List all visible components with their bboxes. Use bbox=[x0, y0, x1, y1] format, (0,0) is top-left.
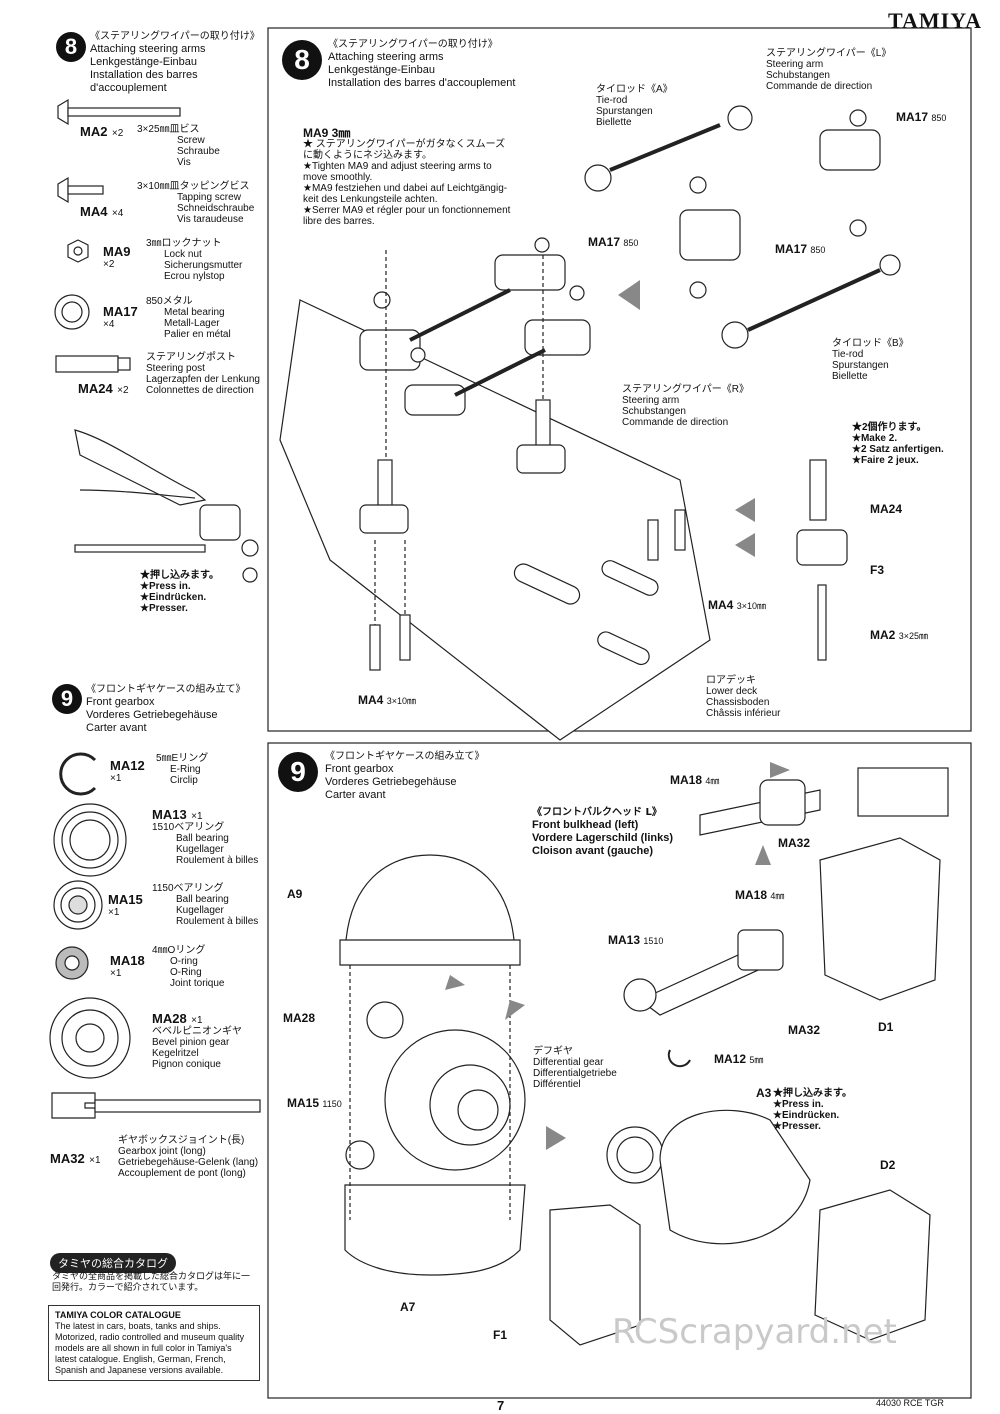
gearbox-joint-icon bbox=[51, 1092, 96, 1119]
label-ma32-top: MA32 bbox=[778, 836, 811, 850]
part-ma28-code: MA28 ×1 bbox=[152, 1011, 203, 1026]
label-a9: A9 bbox=[287, 887, 303, 901]
part-ma12-code: MA12×1 bbox=[110, 758, 145, 784]
page-number: 7 bbox=[497, 1398, 505, 1413]
screw-icon bbox=[57, 98, 69, 126]
part-ma9-desc: 3㎜ロックナット Lock nut Sicherungsmutter Ecrou… bbox=[146, 238, 243, 282]
step8-number: 8 bbox=[56, 32, 86, 62]
label-ma24: MA24 bbox=[870, 502, 903, 516]
part-ma32-desc: ギヤボックスジョイント(長)Gearbox joint (long)Getrie… bbox=[118, 1135, 259, 1179]
part-ma4-desc: 3×10㎜皿タッピングビス Tapping screw Schneidschra… bbox=[137, 181, 255, 225]
brand-logo: TAMIYA bbox=[887, 8, 982, 33]
step8-title-en: Attaching steering arms bbox=[90, 43, 206, 55]
catalogue-title: TAMIYA COLOR CATALOGUE bbox=[55, 1310, 181, 1320]
step8-number-main: 8 bbox=[282, 40, 322, 80]
label-d1: D1 bbox=[878, 1020, 894, 1034]
part-ma18-code: MA18×1 bbox=[110, 953, 145, 979]
label-ma4-left: MA4 3×10㎜ bbox=[358, 693, 416, 707]
label-ma12: MA12 5㎜ bbox=[714, 1052, 764, 1066]
pliers-illustration bbox=[74, 429, 259, 583]
step8-title-fr: Installation des barres d'accouplement bbox=[90, 69, 198, 94]
label-ma17-b: MA17 850 bbox=[588, 235, 639, 249]
step9-number-main: 9 bbox=[278, 752, 318, 792]
part-ma17-desc: 850メタル Metal bearing Metall-Lager Palier… bbox=[146, 296, 231, 340]
part-ma4-code: MA4 ×4 bbox=[80, 204, 124, 219]
footer-code: 44030 RCE TGR bbox=[876, 1398, 944, 1408]
step8-title-main: 《ステアリングワイパーの取り付け》 Attaching steering arm… bbox=[328, 39, 516, 89]
catalogue-body: The latest in cars, boats, tanks and shi… bbox=[55, 1321, 245, 1375]
catalogue-box: TAMIYA COLOR CATALOGUE The latest in car… bbox=[48, 1305, 260, 1381]
step8-title-jp: 《ステアリングワイパーの取り付け》 bbox=[90, 31, 260, 42]
watermark: RCScrapyard.net bbox=[612, 1312, 897, 1352]
label-ma13: MA13 1510 bbox=[608, 933, 664, 947]
label-ma2: MA2 3×25㎜ bbox=[870, 628, 928, 642]
label-ma15: MA15 1150 bbox=[287, 1096, 342, 1110]
label-ma4-right: MA4 3×10㎜ bbox=[708, 598, 766, 612]
step9-number: 9 bbox=[52, 684, 82, 714]
make-two-note: ★2個作ります。★Make 2.★2 Satz anfertigen.★Fair… bbox=[852, 422, 944, 466]
direction-arrow bbox=[770, 762, 790, 778]
catalogue-banner: タミヤの総合カタログ bbox=[50, 1253, 176, 1273]
step8-diagram bbox=[279, 105, 901, 741]
steering-post-icon bbox=[55, 355, 119, 373]
label-a7: A7 bbox=[400, 1300, 416, 1314]
step9-frame bbox=[267, 742, 972, 1399]
label-ma18-mid: MA18 4㎜ bbox=[735, 888, 785, 902]
press-in-note-8: ★押し込みます。★Press in.★Eindrücken.★Presser. bbox=[140, 570, 219, 614]
label-ma32-mid: MA32 bbox=[788, 1023, 821, 1037]
step8-frame bbox=[267, 27, 972, 732]
press-in-note-9: ★押し込みます。★Press in.★Eindrücken.★Presser. bbox=[773, 1088, 852, 1132]
direction-arrow bbox=[618, 280, 640, 310]
step8-title-de: Lenkgestänge-Einbau bbox=[90, 56, 198, 68]
step9-title-main: 《フロントギヤケースの組み立て》 Front gearbox Vorderes … bbox=[325, 751, 485, 801]
label-f1: F1 bbox=[493, 1328, 508, 1342]
part-ma17-code: MA17×4 bbox=[103, 304, 138, 330]
label-ma17-c: MA17 850 bbox=[775, 242, 826, 256]
part-ma2-code: MA2 ×2 bbox=[80, 124, 124, 139]
step9-diagram bbox=[339, 767, 949, 1346]
part-ma9-code: MA9×2 bbox=[103, 244, 131, 270]
label-a3: A3 bbox=[756, 1086, 772, 1100]
e-ring-icon bbox=[59, 752, 97, 796]
label-d2: D2 bbox=[880, 1158, 896, 1172]
step9-title-left: 《フロントギヤケースの組み立て》 Front gearbox Vorderes … bbox=[86, 684, 246, 734]
ma9-adjust-note: MA9 3㎜ ★ ステアリングワイパーがガタなくスムーズに動くようにネジ込みます… bbox=[303, 126, 511, 227]
part-ma2-desc: 3×25㎜皿ビス Screw Schraube Vis bbox=[137, 124, 220, 168]
bulkhead-label: 《フロントバルクヘッド L》Front bulkhead (left)Vorde… bbox=[532, 807, 674, 857]
step8-title-left: 《ステアリングワイパーの取り付け》 Attaching steering arm… bbox=[90, 30, 270, 95]
screw-shank bbox=[67, 107, 181, 117]
part-ma24-code: MA24 ×2 bbox=[78, 381, 129, 396]
label-ma17-a: MA17 850 bbox=[896, 110, 947, 124]
label-ma28: MA28 bbox=[283, 1011, 316, 1025]
tapping-screw-icon bbox=[57, 176, 69, 204]
label-f3: F3 bbox=[870, 563, 885, 577]
part-ma32-code: MA32 ×1 bbox=[50, 1151, 101, 1166]
catalogue-jp: タミヤの全商品を掲載した総合カタログは年に一回発行。カラーで紹介されています。 bbox=[52, 1272, 251, 1293]
part-ma15-code: MA15×1 bbox=[108, 892, 143, 918]
part-ma13-code: MA13 ×1 bbox=[152, 807, 203, 822]
label-ma18-top: MA18 4㎜ bbox=[670, 773, 720, 787]
part-ma24-desc: ステアリングポスト Steering post Lagerzapfen der … bbox=[146, 352, 260, 396]
